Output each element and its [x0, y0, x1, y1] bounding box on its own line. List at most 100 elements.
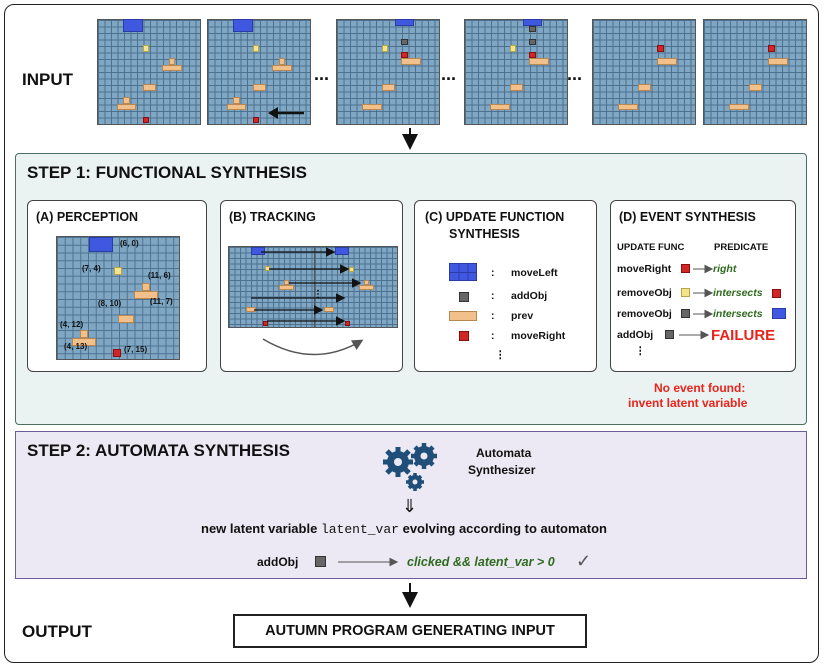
input-frame — [97, 19, 201, 125]
frame-gray-object — [529, 25, 536, 32]
automata-func-swatch — [315, 556, 326, 567]
coord-label: (11, 7) — [150, 297, 173, 306]
automata-label-2: Synthesizer — [468, 463, 536, 477]
frame-red-object — [252, 116, 259, 123]
frame-red-object — [657, 45, 664, 52]
input-frame — [464, 19, 568, 125]
automata-predicate: clicked && latent_var > 0 — [407, 555, 555, 569]
frame-red-object — [768, 45, 775, 52]
frame-gray-object — [529, 38, 536, 45]
frame-blue-object — [233, 19, 253, 32]
tracking-orange-after — [364, 280, 369, 285]
event-predicate: right — [713, 263, 737, 275]
frame-orange-object — [142, 84, 156, 91]
event-more: ⋮ — [635, 345, 646, 357]
gears-icon — [383, 443, 437, 491]
coord-label: (6, 0) — [120, 239, 139, 248]
panel-tracking: (B) TRACKING ⋮ — [220, 200, 403, 372]
frame-blue-object — [522, 19, 542, 26]
frame-orange-object — [657, 58, 677, 65]
frame-orange-object — [123, 97, 130, 104]
frame-orange-object — [401, 58, 421, 65]
frame-gray-object — [401, 38, 408, 45]
frame-orange-object — [509, 84, 523, 91]
perception-orange-left-bot — [72, 338, 96, 346]
automata-func: addObj — [257, 555, 299, 569]
output-label: OUTPUT — [22, 622, 92, 641]
tracking-title: (B) TRACKING — [229, 210, 316, 224]
event-func: removeObj — [617, 287, 672, 299]
update-title-1: (C) UPDATE FUNCTION — [425, 210, 565, 224]
addobj-swatch — [459, 292, 469, 302]
svg-text:⋮: ⋮ — [313, 289, 323, 300]
tracking-orange-before — [284, 280, 289, 285]
event-predicate: intersects — [713, 287, 763, 299]
figure-frame — [4, 4, 819, 663]
sentence-post: evolving according to automaton — [402, 521, 608, 536]
implies-arrow: ⇓ — [402, 496, 418, 516]
step2-title: STEP 2: AUTOMATA SYNTHESIS — [27, 441, 290, 460]
ellipsis-3: ... — [567, 64, 583, 84]
update-row-label: moveLeft — [511, 267, 558, 279]
automata-arrow — [338, 557, 399, 567]
frame-orange-object — [168, 58, 175, 65]
sentence-pre: new latent variable — [201, 521, 318, 536]
ellipsis-1: ... — [314, 64, 330, 84]
perception-orange-top — [142, 283, 150, 291]
col-predicate: PREDICATE — [714, 242, 769, 253]
frame-orange-object — [162, 64, 182, 71]
no-event-line2: invent latent variable — [628, 396, 748, 410]
frame-orange-object — [490, 103, 510, 110]
frame-yellow-object — [252, 45, 259, 52]
perception-title: (A) PERCEPTION — [36, 210, 139, 224]
sentence-var: latent_var — [320, 522, 399, 537]
update-row-label: prev — [511, 310, 534, 322]
input-frame — [703, 19, 807, 125]
event-pred-swatch — [772, 308, 786, 319]
no-event-line1: No event found: — [654, 381, 746, 395]
tracking-red-before — [263, 321, 268, 326]
frame-orange-object — [729, 103, 749, 110]
output-program-box: AUTUMN PROGRAM GENERATING INPUT — [233, 614, 587, 648]
frame-yellow-object — [509, 45, 516, 52]
event-title: (D) EVENT SYNTHESIS — [619, 210, 756, 224]
input-frame — [592, 19, 696, 125]
update-row-label: addObj — [511, 290, 548, 302]
latent-sentence: new latent variable latent_var evolving … — [201, 521, 607, 537]
frame-orange-object — [768, 58, 788, 65]
frame-orange-object — [116, 103, 136, 110]
frame-orange-object — [381, 84, 395, 91]
perception-orange-low — [118, 315, 134, 323]
failure-label: FAILURE — [711, 327, 776, 344]
tracking-blue-before — [251, 247, 265, 255]
panel-update-synthesis: (C) UPDATE FUNCTION SYNTHESIS : moveLeft… — [414, 200, 597, 372]
move-left-arrow-icon — [268, 107, 304, 119]
ellipsis-2: ... — [441, 64, 457, 84]
event-func: removeObj — [617, 308, 672, 320]
output-program-text: AUTUMN PROGRAM GENERATING INPUT — [265, 623, 555, 639]
panel-perception: (A) PERCEPTION (6, 0) (7, 4) (11, 6) (8,… — [27, 200, 207, 372]
coord-label: (11, 6) — [148, 271, 171, 280]
update-sep: : — [491, 290, 495, 302]
frame-red-object — [401, 51, 408, 58]
input-frame — [207, 19, 311, 125]
frame-orange-object — [272, 64, 292, 71]
tracking-orange-left-after — [324, 307, 334, 312]
update-sep: : — [491, 310, 495, 322]
update-more: ⋮ — [495, 349, 506, 361]
frame-blue-object — [394, 19, 414, 26]
frame-red-object — [142, 116, 149, 123]
coord-label: (4, 12) — [60, 320, 84, 329]
event-predicate: intersects — [713, 308, 763, 320]
perception-orange-mid — [134, 291, 158, 299]
tracking-grid-before — [228, 246, 316, 328]
check-icon: ✓ — [576, 551, 592, 571]
step1-title: STEP 1: FUNCTIONAL SYNTHESIS — [27, 163, 307, 182]
event-arrows — [679, 264, 714, 340]
frame-orange-object — [252, 84, 266, 91]
coord-label: (8, 10) — [98, 299, 122, 308]
coord-label: (7, 4) — [82, 264, 101, 273]
event-func-swatch — [665, 330, 674, 339]
frame-yellow-object — [142, 45, 149, 52]
input-frame — [336, 19, 440, 125]
